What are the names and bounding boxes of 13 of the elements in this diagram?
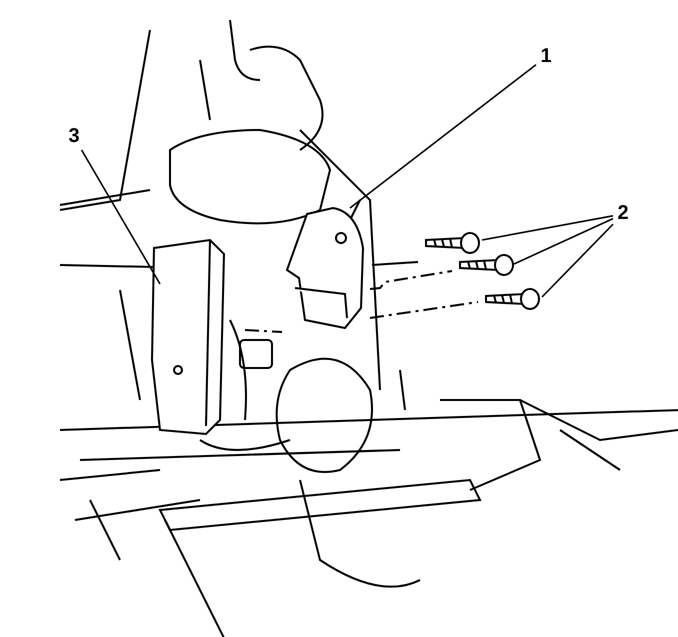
screw-drawing	[424, 232, 482, 254]
callout-number: 2	[613, 201, 633, 227]
actuator-drawing	[285, 208, 365, 330]
callout-number: 3	[64, 124, 84, 150]
leader-line	[541, 224, 614, 298]
leader-line	[350, 64, 536, 209]
leader-line	[80, 150, 161, 284]
callout-number: 1	[536, 44, 556, 70]
screw-drawing	[484, 288, 542, 312]
bracket-drawing	[150, 240, 226, 435]
leader-line	[514, 218, 614, 265]
leader-line	[482, 215, 614, 241]
screw-drawing	[458, 254, 514, 276]
